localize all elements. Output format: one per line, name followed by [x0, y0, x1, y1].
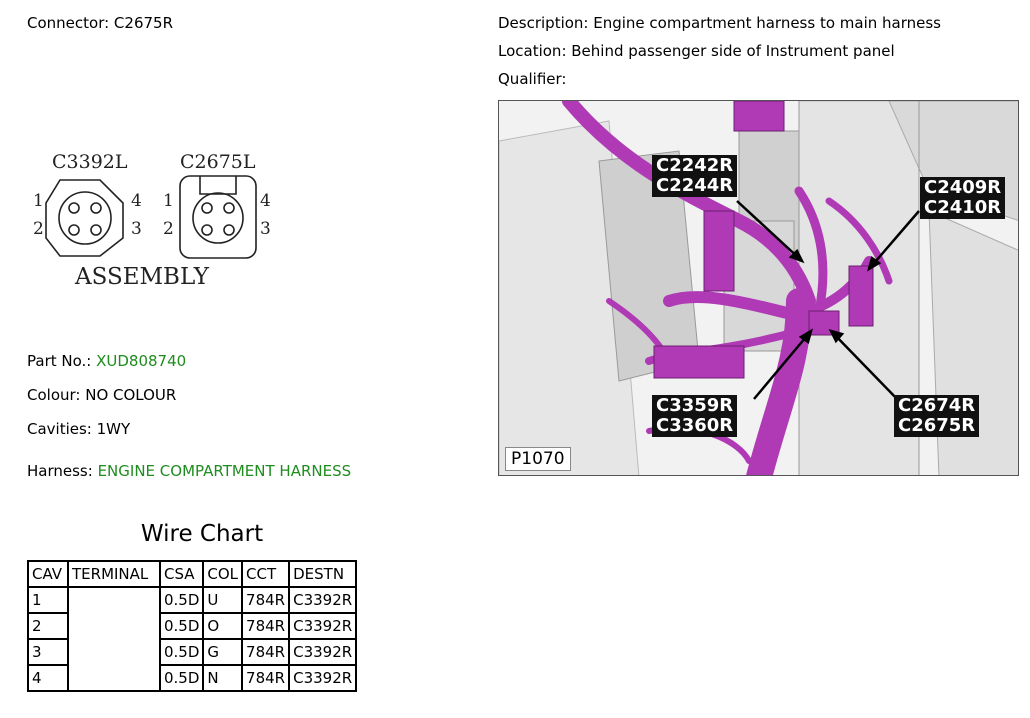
pin-label: 1: [33, 191, 44, 211]
photo-callout: C2409R C2410R: [920, 177, 1006, 219]
cell-destn: C3392R: [288, 664, 358, 692]
part-number-label: Part No.:: [27, 352, 92, 370]
pin-label: 2: [163, 219, 174, 239]
header-csa: CSA: [158, 560, 205, 588]
location-photo: C2242R C2244R C2409R C2410R C3359R C3360…: [498, 100, 1019, 476]
harness-illustration: [499, 101, 1018, 475]
table-row: 2 0.5D O 784R C3392R: [27, 612, 358, 640]
cell-csa: 0.5D: [158, 586, 205, 614]
cell-cct: 784R: [241, 586, 291, 614]
callout-line: C2244R: [656, 175, 734, 196]
harness-label: Harness:: [27, 462, 93, 480]
photo-callout: C2242R C2244R: [652, 155, 738, 197]
header-terminal: TERMINAL: [67, 560, 161, 588]
cavities-text: Cavities: 1WY: [27, 420, 131, 438]
cell-col: G: [202, 638, 244, 666]
pin-label: 1: [163, 191, 174, 211]
right-connector-icon: [179, 175, 257, 259]
callout-line: C2409R: [924, 177, 1002, 198]
table-row: 3 0.5D G 784R C3392R: [27, 638, 358, 666]
table-header-row: CAV TERMINAL CSA COL CCT DESTN: [27, 560, 358, 588]
cell-col: N: [202, 664, 244, 692]
photo-callout: C3359R C3360R: [652, 395, 738, 437]
diagram-label-right: C2675L: [180, 151, 256, 173]
cell-csa: 0.5D: [158, 612, 205, 640]
cell-cav: 2: [27, 612, 69, 640]
cell-cct: 784R: [241, 664, 291, 692]
cell-cav: 3: [27, 638, 69, 666]
part-number-link[interactable]: XUD808740: [96, 352, 187, 370]
table-row: 4 0.5D N 784R C3392R: [27, 664, 358, 692]
cell-destn: C3392R: [288, 586, 358, 614]
qualifier-text: Qualifier:: [498, 70, 567, 88]
cell-cav: 1: [27, 586, 69, 614]
photo-reference: P1070: [505, 447, 571, 471]
harness-row: Harness: ENGINE COMPARTMENT HARNESS: [27, 462, 351, 480]
pin-label: 3: [131, 219, 142, 239]
location-text: Location: Behind passenger side of Instr…: [498, 42, 895, 60]
wire-chart-table: CAV TERMINAL CSA COL CCT DESTN 1 0.5D U …: [27, 560, 358, 692]
pin-label: 2: [33, 219, 44, 239]
callout-line: C3359R: [656, 395, 734, 416]
cell-csa: 0.5D: [158, 638, 205, 666]
cell-col: O: [202, 612, 244, 640]
assembly-label: ASSEMBLY: [74, 264, 210, 290]
photo-callout: C2674R C2675R: [894, 395, 980, 437]
part-number-row: Part No.: XUD808740: [27, 352, 186, 370]
cell-destn: C3392R: [288, 612, 358, 640]
callout-line: C3360R: [656, 415, 734, 436]
colour-text: Colour: NO COLOUR: [27, 386, 177, 404]
cell-cct: 784R: [241, 638, 291, 666]
pin-label: 3: [260, 219, 271, 239]
harness-link[interactable]: ENGINE COMPARTMENT HARNESS: [97, 462, 352, 480]
table-row: 1 0.5D U 784R C3392R: [27, 586, 358, 692]
pin-label: 4: [260, 191, 271, 211]
cell-terminal: [67, 586, 161, 692]
header-cav: CAV: [27, 560, 69, 588]
cell-cav: 4: [27, 664, 69, 692]
pin-label: 4: [131, 191, 142, 211]
cell-col: U: [202, 586, 244, 614]
diagram-label-left: C3392L: [52, 151, 128, 173]
cell-csa: 0.5D: [158, 664, 205, 692]
left-connector-icon: [45, 179, 124, 257]
callout-line: C2242R: [656, 155, 734, 176]
connector-diagram: C3392L C2675L 1 2 3 4 1 2 3 4 ASSEMBLY: [33, 151, 271, 290]
callout-line: C2674R: [898, 395, 976, 416]
callout-line: C2410R: [924, 197, 1002, 218]
header-col: COL: [202, 560, 244, 588]
wire-chart-title: Wire Chart: [140, 521, 264, 547]
callout-line: C2675R: [898, 415, 976, 436]
header-cct: CCT: [241, 560, 291, 588]
cell-destn: C3392R: [288, 638, 358, 666]
description-text: Description: Engine compartment harness …: [498, 14, 941, 32]
cell-cct: 784R: [241, 612, 291, 640]
connector-title: Connector: C2675R: [27, 14, 173, 32]
header-destn: DESTN: [288, 560, 358, 588]
